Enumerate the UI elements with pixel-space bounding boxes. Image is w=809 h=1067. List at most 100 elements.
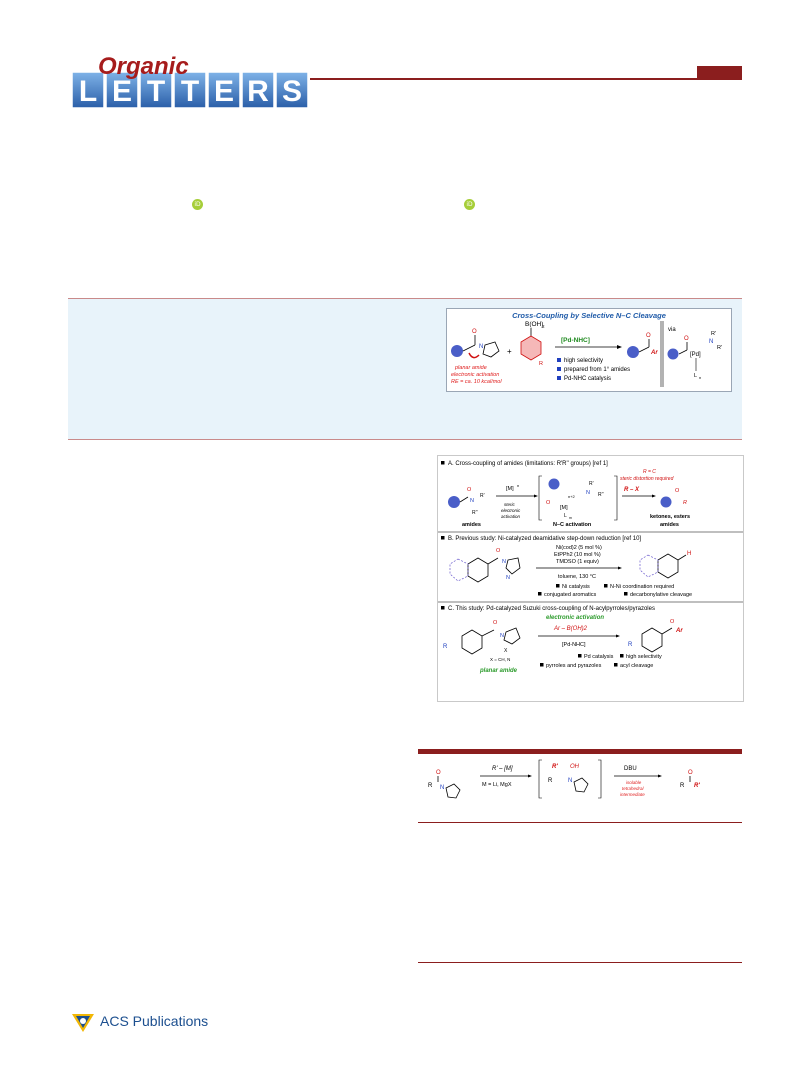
scheme-prod-o: O [688,770,693,776]
fig-c-bullet-4: acyl cleavage [620,663,653,669]
toc-note-1: planar amide [454,365,487,371]
fig-b-cond-3: TMDSO (1 equiv) [556,559,599,565]
scheme-reagent: R' – [M] [492,766,513,772]
fig-b-h: H [687,551,691,557]
scheme-prod-r: R [680,783,685,789]
logo-letter-1: L [79,75,97,108]
fig-a-mid-n: N [586,490,590,496]
fig-a-steric-required: steric distortion required [620,476,674,482]
scheme-1: O R N R' – [M] M = Li, MgX R' OH R N DBU… [428,759,700,799]
fig-a-mid-m: [M] [560,505,568,511]
scheme-prod-r1: R' [694,783,700,789]
section-rule [418,822,742,823]
fig-a-activation-1: steric [504,502,516,507]
fig-b-header: B. Previous study: Ni-catalyzed deamidat… [448,536,641,542]
fig-a-r1: R' [480,493,485,499]
fig-a-mid-o: O [546,500,551,506]
fig-b-bullet-2: N-Ni coordination required [610,584,674,590]
toc-bullet-1: high selectivity [564,358,603,364]
toc-graphic: Cross-Coupling by Selective N–C Cleavage… [446,308,732,392]
scheme-note-2: tetrahedral [622,786,645,791]
scheme-n: N [440,785,444,791]
svg-text:+: + [507,347,512,356]
toc-catalyst: [Pd-NHC] [561,337,590,344]
scheme-r1: R' [552,764,558,770]
fig-c-o: O [493,620,498,626]
toc-l: L [694,373,697,379]
fig-c-catalyst: [Pd-NHC] [562,642,586,648]
fig-a-header: A. Cross-coupling of amides (limitations… [448,461,608,467]
fig-b-o: O [496,548,501,554]
logo-letter-4: T [181,75,199,108]
fig-a-mid-r2: R'' [598,492,604,498]
toc-product-o: O [646,333,651,339]
substrate-sphere [451,345,463,357]
toc-note-2: electronic activation [451,372,499,378]
fig-a-o: O [467,487,472,493]
fig-a-nc: N–C activation [553,522,592,528]
orcid-icon[interactable]: iD [192,199,203,210]
fig-b-n2: N [506,575,510,581]
toc-boronic-sub: 2 [542,324,545,329]
toc-r1: R' [711,331,716,337]
toc-pd: [Pd] [690,352,701,358]
fig-c-header: C. This study: Pd-catalyzed Suzuki cross… [448,606,655,612]
toc-title: Cross-Coupling by Selective N–C Cleavage [512,311,666,320]
fig-b-solvent: toluene, 130 °C [558,574,596,580]
fig-c-x: X [504,648,508,654]
product-sphere [627,346,639,358]
fig-b-bullet-3: conjugated aromatics [544,592,597,598]
logo-script: Organic [98,53,189,80]
fig-c-prod-r: R [628,642,633,648]
toc-ar: Ar [650,350,658,356]
fig-a-n: N [470,498,474,504]
toc-via: via [668,327,676,333]
fig-c-planar: planar amide [479,668,518,674]
scheme-oh: OH [570,764,580,770]
logo-letter-3: T [147,75,165,108]
logo-letter-6: R [247,75,269,108]
toc-l-sub: n [699,375,701,380]
fig-a-l-sub: m [569,516,572,520]
fig-a-oxidation: n+2 [568,494,576,499]
fig-a-r-eq-c: R = C [643,469,656,475]
acs-logo-icon [72,1014,94,1032]
toc-boronic: B(OH) [525,321,543,328]
fig-b-cond-2: EtPPh2 (10 mol %) [554,552,601,558]
fig-a-m: [M] [506,486,514,492]
fig-c-x-def: X = CH, N [490,657,510,662]
fig-c-ar: Ar [675,628,683,634]
scheme-note-1: isolable [626,780,642,785]
scheme-mid-r: R [548,778,553,784]
fig-a-prod-r: R [683,500,687,506]
fig-c-n: N [500,633,504,639]
scheme-dbu: DBU [624,766,637,772]
orcid-icon[interactable]: iD [464,199,475,210]
publisher-name[interactable]: ACS Publications [100,1013,209,1029]
figure-1: A. Cross-coupling of amides (limitations… [437,455,744,702]
fig-c-prod-o: O [670,619,675,625]
scheme-top-rule [418,749,742,754]
fig-a-activation-3: activation [501,514,521,519]
fig-c-electronic: electronic activation [546,615,604,621]
section-rule [418,962,742,963]
scheme-note-3: intermediate [620,792,645,797]
fig-c-r: R [443,644,448,650]
fig-a-amides: amides [462,522,481,528]
logo-letter-2: E [112,75,132,108]
toc-via-o: O [684,336,689,342]
toc-bullet-2: prepared from 1° amides [564,367,630,373]
toc-note-3: RE = ca. 10 kcal/mol [451,379,502,385]
fig-a-products: ketones, esters [650,514,690,520]
fig-c-bullet-2: high selectivity [626,654,662,660]
fig-c-bullet-3: pyrroles and pyrazoles [546,663,602,669]
logo-letter-7: S [282,75,302,108]
fig-a-rx: R – X [624,487,640,493]
toc-via-n: N [709,339,713,345]
fig-b-cond-1: Ni(cod)2 (5 mol %) [556,545,602,551]
header-rule [310,78,742,80]
fig-b-bullet-4: decarbonylative cleavage [630,592,692,598]
header-tab [697,66,742,80]
fig-a-prod-o: O [675,488,680,494]
toc-r: R [539,361,543,367]
